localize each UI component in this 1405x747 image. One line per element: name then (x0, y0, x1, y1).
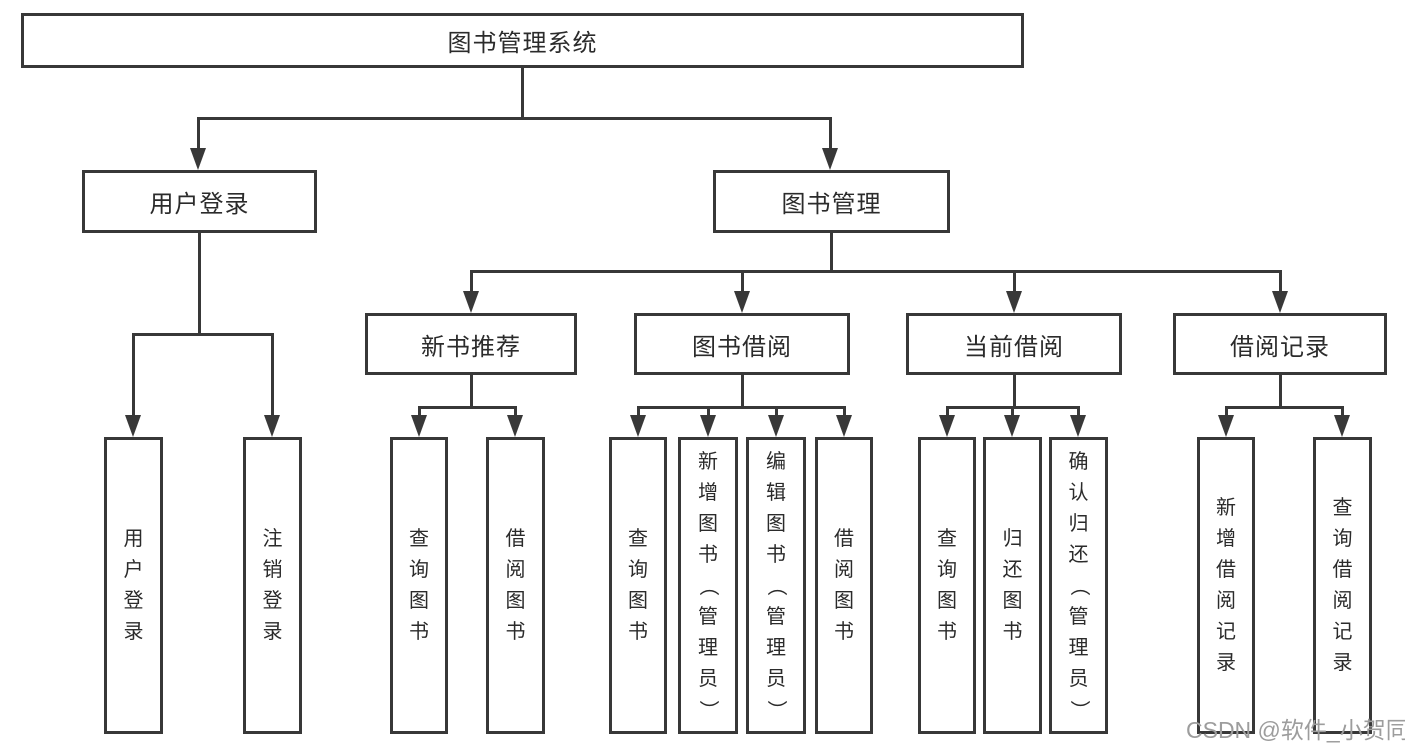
connector-line (418, 406, 421, 417)
node-user-login: 用户登录 (82, 170, 317, 233)
connector-line (1013, 270, 1016, 293)
node-add-books-admin: 新增图书（管理员） (678, 437, 738, 734)
connector-line (1013, 375, 1016, 409)
arrow-down-icon (700, 415, 716, 437)
connector-line (132, 333, 135, 417)
connector-line (637, 406, 640, 417)
node-new-book-recommendation: 新书推荐 (365, 313, 577, 375)
node-logout: 注销登录 (243, 437, 302, 734)
arrow-down-icon (264, 415, 280, 437)
leaf-label: 确认归还（管理员） (1067, 450, 1090, 720)
node-query-books-current: 查询图书 (918, 437, 976, 734)
node-query-books-borrowing: 查询图书 (609, 437, 667, 734)
node-book-management: 图书管理 (713, 170, 950, 233)
node-library-management-system: 图书管理系统 (21, 13, 1024, 68)
connector-line (707, 406, 710, 417)
connector-line (271, 333, 274, 417)
connector-line (418, 406, 516, 409)
node-borrow-books-recommend: 借阅图书 (486, 437, 545, 734)
node-confirm-return-admin: 确认归还（管理员） (1049, 437, 1108, 734)
leaf-label: 查询图书 (409, 528, 429, 643)
connector-line (132, 333, 274, 336)
connector-line (514, 406, 517, 417)
connector-line (521, 66, 524, 119)
arrow-down-icon (939, 415, 955, 437)
csdn-watermark: CSDN @软件_小贺同学 (1186, 717, 1405, 743)
connector-line (830, 233, 833, 273)
connector-line (197, 117, 831, 120)
arrow-down-icon (1070, 415, 1086, 437)
arrow-down-icon (734, 291, 750, 313)
leaf-label: 查询图书 (937, 528, 957, 643)
node-query-books-recommend: 查询图书 (390, 437, 448, 734)
connector-line (1225, 406, 1344, 409)
connector-line (1279, 270, 1282, 293)
connector-line (1077, 406, 1080, 417)
leaf-label: 借阅图书 (834, 528, 854, 643)
connector-line (1225, 406, 1228, 417)
connector-line (741, 270, 744, 293)
connector-line (470, 270, 473, 293)
node-borrowing-records: 借阅记录 (1173, 313, 1387, 375)
arrow-down-icon (463, 291, 479, 313)
leaf-label: 新增图书（管理员） (697, 450, 719, 720)
node-add-borrow-record: 新增借阅记录 (1197, 437, 1255, 734)
leaf-label: 编辑图书（管理员） (765, 450, 787, 720)
node-book-borrowing: 图书借阅 (634, 313, 850, 375)
connector-line (741, 375, 744, 409)
connector-line (1279, 375, 1282, 409)
node-edit-books-admin: 编辑图书（管理员） (746, 437, 806, 734)
leaf-label: 查询图书 (628, 528, 648, 643)
node-user-login-leaf: 用户登录 (104, 437, 163, 734)
leaf-label: 用户登录 (123, 528, 144, 643)
node-query-borrow-record: 查询借阅记录 (1313, 437, 1372, 734)
arrow-down-icon (1334, 415, 1350, 437)
connector-line (637, 406, 845, 409)
leaf-label: 归还图书 (1002, 528, 1023, 643)
connector-line (198, 233, 201, 335)
connector-line (775, 406, 778, 417)
arrow-down-icon (190, 148, 206, 170)
arrow-down-icon (507, 415, 523, 437)
connector-line (197, 117, 200, 150)
arrow-down-icon (836, 415, 852, 437)
leaf-label: 查询借阅记录 (1332, 497, 1353, 674)
connector-line (470, 375, 473, 409)
arrow-down-icon (1006, 291, 1022, 313)
arrow-down-icon (822, 148, 838, 170)
leaf-label: 借阅图书 (505, 528, 526, 643)
leaf-label: 注销登录 (262, 528, 283, 643)
connector-line (843, 406, 846, 417)
node-return-books: 归还图书 (983, 437, 1042, 734)
arrow-down-icon (1004, 415, 1020, 437)
arrow-down-icon (411, 415, 427, 437)
connector-line (471, 270, 1280, 273)
node-current-borrowing: 当前借阅 (906, 313, 1122, 375)
arrow-down-icon (630, 415, 646, 437)
node-borrow-books-borrowing: 借阅图书 (815, 437, 873, 734)
arrow-down-icon (1272, 291, 1288, 313)
connector-line (1011, 406, 1014, 417)
leaf-label: 新增借阅记录 (1216, 497, 1236, 674)
connector-line (1341, 406, 1344, 417)
connector-line (829, 117, 832, 150)
arrow-down-icon (125, 415, 141, 437)
connector-line (946, 406, 949, 417)
arrow-down-icon (768, 415, 784, 437)
arrow-down-icon (1218, 415, 1234, 437)
